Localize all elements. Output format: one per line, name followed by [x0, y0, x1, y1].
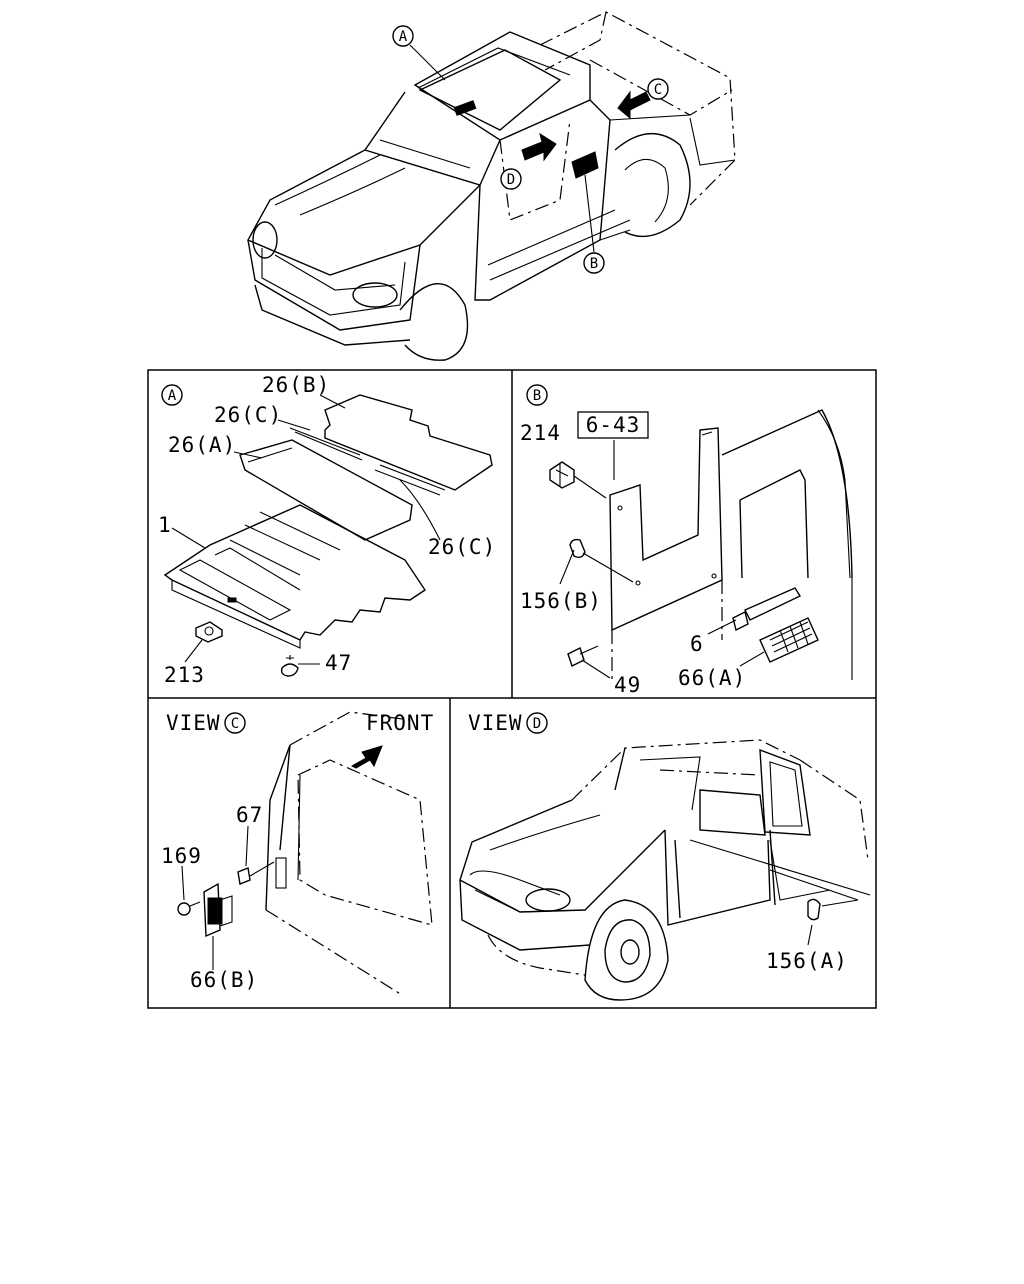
label-156b: 156(B): [520, 589, 602, 613]
svg-text:B: B: [533, 388, 541, 404]
label-66a: 66(A): [678, 666, 746, 690]
label-26a: 26(A): [168, 433, 236, 457]
panel-d-marker: D: [526, 712, 548, 734]
label-47: 47: [325, 651, 352, 675]
label-26b: 26(B): [262, 373, 330, 397]
ref-box-label: 6-43: [586, 413, 641, 437]
svg-text:B: B: [590, 256, 598, 272]
ref-box: [577, 411, 649, 439]
callout-d: D: [500, 168, 522, 190]
label-66b: 66(B): [190, 968, 258, 992]
callout-a: A: [392, 25, 414, 47]
overview-truck-illustration: [247, 11, 736, 361]
panel-c-marker: C: [224, 712, 246, 734]
svg-text:D: D: [507, 172, 515, 188]
svg-text:D: D: [533, 716, 541, 732]
svg-text:A: A: [168, 388, 177, 404]
panel-a-marker: A: [161, 384, 183, 406]
label-214: 214: [520, 421, 561, 445]
label-6: 6: [690, 632, 704, 656]
panel-b: B 6-43: [520, 384, 853, 697]
callout-b: B: [583, 252, 605, 274]
label-169: 169: [161, 844, 202, 868]
label-1: 1: [158, 513, 172, 537]
panel-c-view-label: VIEW: [166, 711, 221, 735]
callout-c: C: [647, 78, 669, 100]
label-26c-right: 26(C): [428, 535, 496, 559]
panel-c: VIEW C FRONT 67 169 66(B): [161, 711, 434, 996]
panel-d-view-label: VIEW: [468, 711, 523, 735]
label-213: 213: [164, 663, 205, 687]
label-67: 67: [236, 803, 263, 827]
svg-text:C: C: [231, 716, 239, 732]
panel-d: VIEW D: [459, 711, 871, 1001]
label-156a: 156(A): [766, 949, 848, 973]
front-arrow: [350, 745, 383, 769]
label-26c-top: 26(C): [214, 403, 282, 427]
label-49: 49: [614, 673, 641, 697]
svg-text:C: C: [654, 82, 662, 98]
panel-b-marker: B: [526, 384, 548, 406]
panel-frame: [147, 369, 877, 1009]
svg-text:A: A: [399, 29, 408, 45]
panel-a: A 26(B) 26(C) 26(A) 26(C): [158, 373, 496, 687]
front-label: FRONT: [366, 711, 434, 735]
